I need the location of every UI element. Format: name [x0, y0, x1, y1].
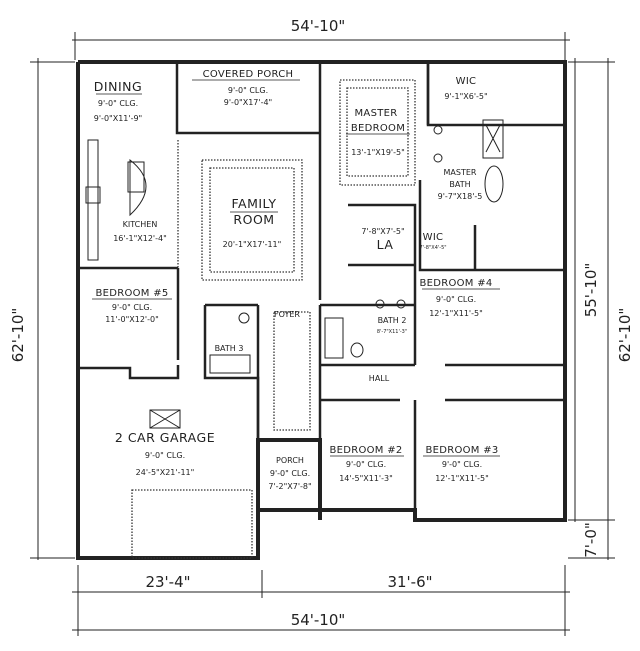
- room-master-wic: WIC 9'-1"X6'-5": [444, 76, 487, 101]
- room-ceiling: 9'-0" CLG.: [98, 99, 138, 108]
- room-bedroom-5: BEDROOM #5 9'-0" CLG. 11'-0"X12'-0": [92, 288, 172, 324]
- room-laundry: 7'-8"X7'-5" LA: [361, 227, 404, 252]
- room-dining: DINING 9'-0" CLG. 9'-0"X11'-9": [94, 79, 142, 123]
- room-size: 12'-1"X11'-5": [429, 309, 483, 318]
- dim-left-depth: 62'-10": [9, 308, 27, 363]
- dim-bottom-right: 31'-6": [387, 573, 432, 591]
- dim-right-outer-depth: 62'-10": [616, 308, 634, 363]
- dimension-lines: [30, 32, 615, 636]
- room-garage: 2 CAR GARAGE 9'-0" CLG. 24'-5"X21'-11": [115, 430, 215, 477]
- room-bedroom-2: BEDROOM #2 9'-0" CLG. 14'-5"X11'-3": [329, 445, 404, 483]
- room-bath-3: BATH 3: [215, 344, 244, 353]
- room-name: KITCHEN: [123, 220, 158, 229]
- room-ceiling: 9'-0" CLG.: [228, 86, 268, 95]
- room-ceiling: 9'-0" CLG.: [436, 295, 476, 304]
- interior-walls: [78, 62, 565, 520]
- room-family-room: FAMILY ROOM 20'-1"X17'-11": [223, 196, 282, 249]
- room-name: HALL: [369, 374, 390, 383]
- room-size: 7'-8"X7'-5": [361, 227, 404, 236]
- dim-right-inner-depth: 55'-10": [582, 263, 600, 318]
- room-bedroom-4: BEDROOM #4 9'-0" CLG. 12'-1"X11'-5": [419, 278, 500, 318]
- room-name: BATH 2: [378, 316, 407, 325]
- dim-top-width: 54'-10": [291, 17, 346, 35]
- room-ceiling: 9'-0" CLG.: [270, 469, 310, 478]
- tray-ceilings: [131, 79, 416, 559]
- room-small-wic: WIC 7'-8"X4'-5": [419, 232, 446, 251]
- room-size: 24'-5"X21'-11": [136, 468, 195, 477]
- room-name-line2: BEDROOM: [351, 123, 405, 134]
- room-name: FOYER: [274, 310, 300, 319]
- room-size: 9'-0"X11'-9": [94, 114, 142, 123]
- room-name: WIC: [423, 232, 444, 243]
- room-size: 8'-7"X11'-3": [377, 329, 407, 335]
- room-size: 13'-1"X19'-5": [351, 148, 405, 157]
- room-bath-2: BATH 2 8'-7"X11'-3": [377, 316, 407, 335]
- tub-icon: [484, 165, 504, 203]
- room-name: DINING: [94, 79, 142, 94]
- room-bedroom-3: BEDROOM #3 9'-0" CLG. 12'-1"X11'-5": [423, 445, 500, 483]
- room-kitchen: KITCHEN 16'-1"X12'-4": [113, 220, 167, 243]
- shower-icon: [482, 119, 504, 159]
- room-name: LA: [377, 237, 394, 252]
- room-name: PORCH: [276, 456, 304, 465]
- room-porch: PORCH 9'-0" CLG. 7'-2"X7'-8": [268, 456, 311, 491]
- room-size: 9'-0"X17'-4": [224, 98, 272, 107]
- room-name: BEDROOM #4: [419, 278, 492, 289]
- room-name-line1: FAMILY: [231, 196, 276, 211]
- dim-bottom-width: 54'-10": [291, 611, 346, 629]
- room-size: 9'-7"X18'-5: [438, 192, 483, 201]
- room-name-line2: ROOM: [233, 212, 274, 227]
- room-ceiling: 9'-0" CLG.: [346, 460, 386, 469]
- room-covered-porch: COVERED PORCH 9'-0" CLG. 9'-0"X17'-4": [192, 69, 300, 107]
- room-ceiling: 9'-0" CLG.: [442, 460, 482, 469]
- room-size: 7'-8"X4'-5": [419, 245, 446, 251]
- room-name: BEDROOM #2: [329, 445, 402, 456]
- room-name-line1: MASTER: [355, 108, 398, 119]
- room-master-bedroom: MASTER BEDROOM 13'-1"X19'-5": [346, 108, 410, 157]
- room-name: BEDROOM #3: [425, 445, 498, 456]
- room-name-line2: BATH: [449, 180, 470, 189]
- room-size: 11'-0"X12'-0": [105, 315, 159, 324]
- range-icon: [85, 186, 101, 204]
- dim-right-offset: 7'-0": [582, 522, 600, 558]
- room-name: BATH 3: [215, 344, 244, 353]
- room-name: WIC: [456, 76, 477, 87]
- room-foyer: FOYER: [274, 310, 300, 319]
- room-size: 16'-1"X12'-4": [113, 234, 167, 243]
- room-name: COVERED PORCH: [203, 69, 294, 80]
- room-hall: HALL: [369, 374, 390, 383]
- room-size: 14'-5"X11'-3": [339, 474, 393, 483]
- room-name: 2 CAR GARAGE: [115, 430, 215, 445]
- room-size: 9'-1"X6'-5": [444, 92, 487, 101]
- room-name-line1: MASTER: [444, 168, 477, 177]
- room-name: BEDROOM #5: [95, 288, 168, 299]
- room-ceiling: 9'-0" CLG.: [145, 451, 185, 460]
- room-ceiling: 9'-0" CLG.: [112, 303, 152, 312]
- dim-bottom-left: 23'-4": [145, 573, 190, 591]
- kitchen-fixtures: [85, 139, 147, 261]
- room-size: 12'-1"X11'-5": [435, 474, 489, 483]
- room-master-bath: MASTER BATH 9'-7"X18'-5: [438, 168, 483, 201]
- room-size: 7'-2"X7'-8": [268, 482, 311, 491]
- bath-fixtures: [149, 119, 504, 429]
- room-size: 20'-1"X17'-11": [223, 240, 282, 249]
- exterior-walls: [76, 60, 567, 560]
